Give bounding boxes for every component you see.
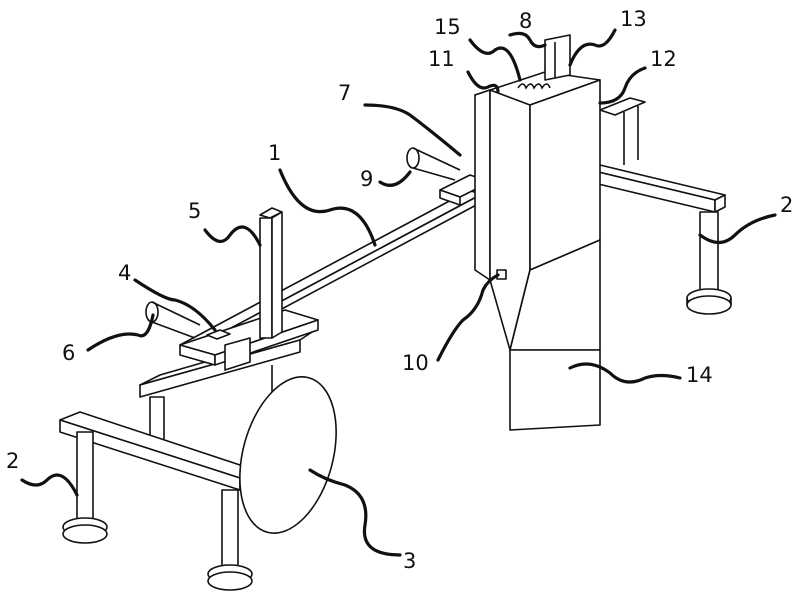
label-13: 13 (620, 7, 647, 31)
label-15: 15 (434, 15, 461, 39)
label-5: 5 (188, 199, 201, 223)
label-1: 1 (268, 141, 281, 165)
label-14: 14 (686, 363, 713, 387)
label-9: 9 (360, 167, 373, 191)
hopper (474, 34, 601, 431)
label-10: 10 (402, 351, 429, 375)
label-3: 3 (403, 549, 416, 573)
label-11: 11 (428, 47, 455, 71)
label-7: 7 (338, 81, 351, 105)
cutting-disc-3 (239, 376, 337, 534)
label-2-left: 2 (6, 449, 19, 473)
right-frame (589, 97, 732, 315)
leader-lines (20, 28, 777, 557)
carriage-4-5 (145, 207, 319, 392)
label-2-right: 2 (780, 193, 793, 217)
label-6: 6 (62, 341, 75, 365)
label-8: 8 (519, 9, 532, 33)
label-4: 4 (118, 261, 131, 285)
label-12: 12 (650, 47, 677, 71)
